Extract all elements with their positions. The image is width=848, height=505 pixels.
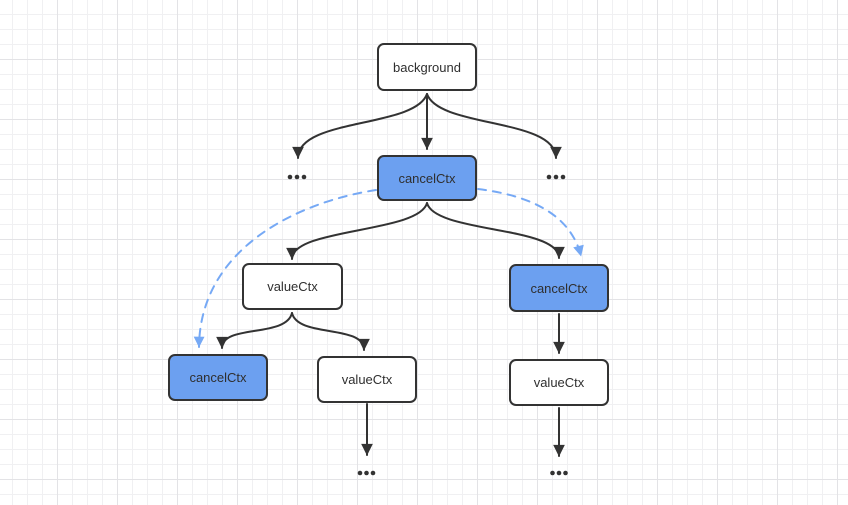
node-background-label: background [393, 59, 461, 75]
edge-cancelctx-root-to-cancelctx-right[interactable] [426, 202, 565, 259]
node-cancelctx-right[interactable]: cancelCtx [509, 264, 609, 312]
ellipsis-icon-bottom-right [550, 470, 568, 476]
dashed-edge-cancelctx-root-to-cancelctx-leaf[interactable] [193, 189, 377, 348]
ellipsis-icon-right [546, 174, 566, 180]
edge-background-to-ellipsis-right[interactable] [426, 93, 562, 159]
node-background[interactable]: background [377, 43, 477, 91]
node-valuectx-rchild[interactable]: valueCtx [509, 359, 609, 406]
ellipsis-icon-bottom-mid [357, 470, 376, 476]
edge-valuectx-left-to-cancelctx-leaf[interactable] [216, 312, 293, 349]
node-valuectx-mid[interactable]: valueCtx [317, 356, 417, 403]
node-cancelctx-leaf[interactable]: cancelCtx [168, 354, 268, 401]
node-cancelctx-right-label: cancelCtx [530, 280, 588, 296]
edge-cancelctx-root-to-valuectx-left[interactable] [286, 202, 428, 260]
edge-background-to-ellipsis-left[interactable] [292, 93, 428, 159]
node-valuectx-left[interactable]: valueCtx [242, 263, 343, 310]
edge-valuectx-left-to-valuectx-mid[interactable] [291, 312, 370, 351]
node-cancelctx-leaf-label: cancelCtx [189, 370, 247, 385]
node-valuectx-mid-label: valueCtx [341, 372, 393, 387]
dashed-edge-cancelctx-root-to-cancelctx-right[interactable] [477, 188, 584, 257]
node-cancelctx-root-label: cancelCtx [398, 170, 456, 186]
node-valuectx-left-label: valueCtx [267, 279, 318, 294]
ellipsis-icon-left [287, 174, 307, 180]
node-valuectx-rchild-label: valueCtx [533, 375, 585, 390]
node-cancelctx-root[interactable]: cancelCtx [377, 155, 477, 201]
